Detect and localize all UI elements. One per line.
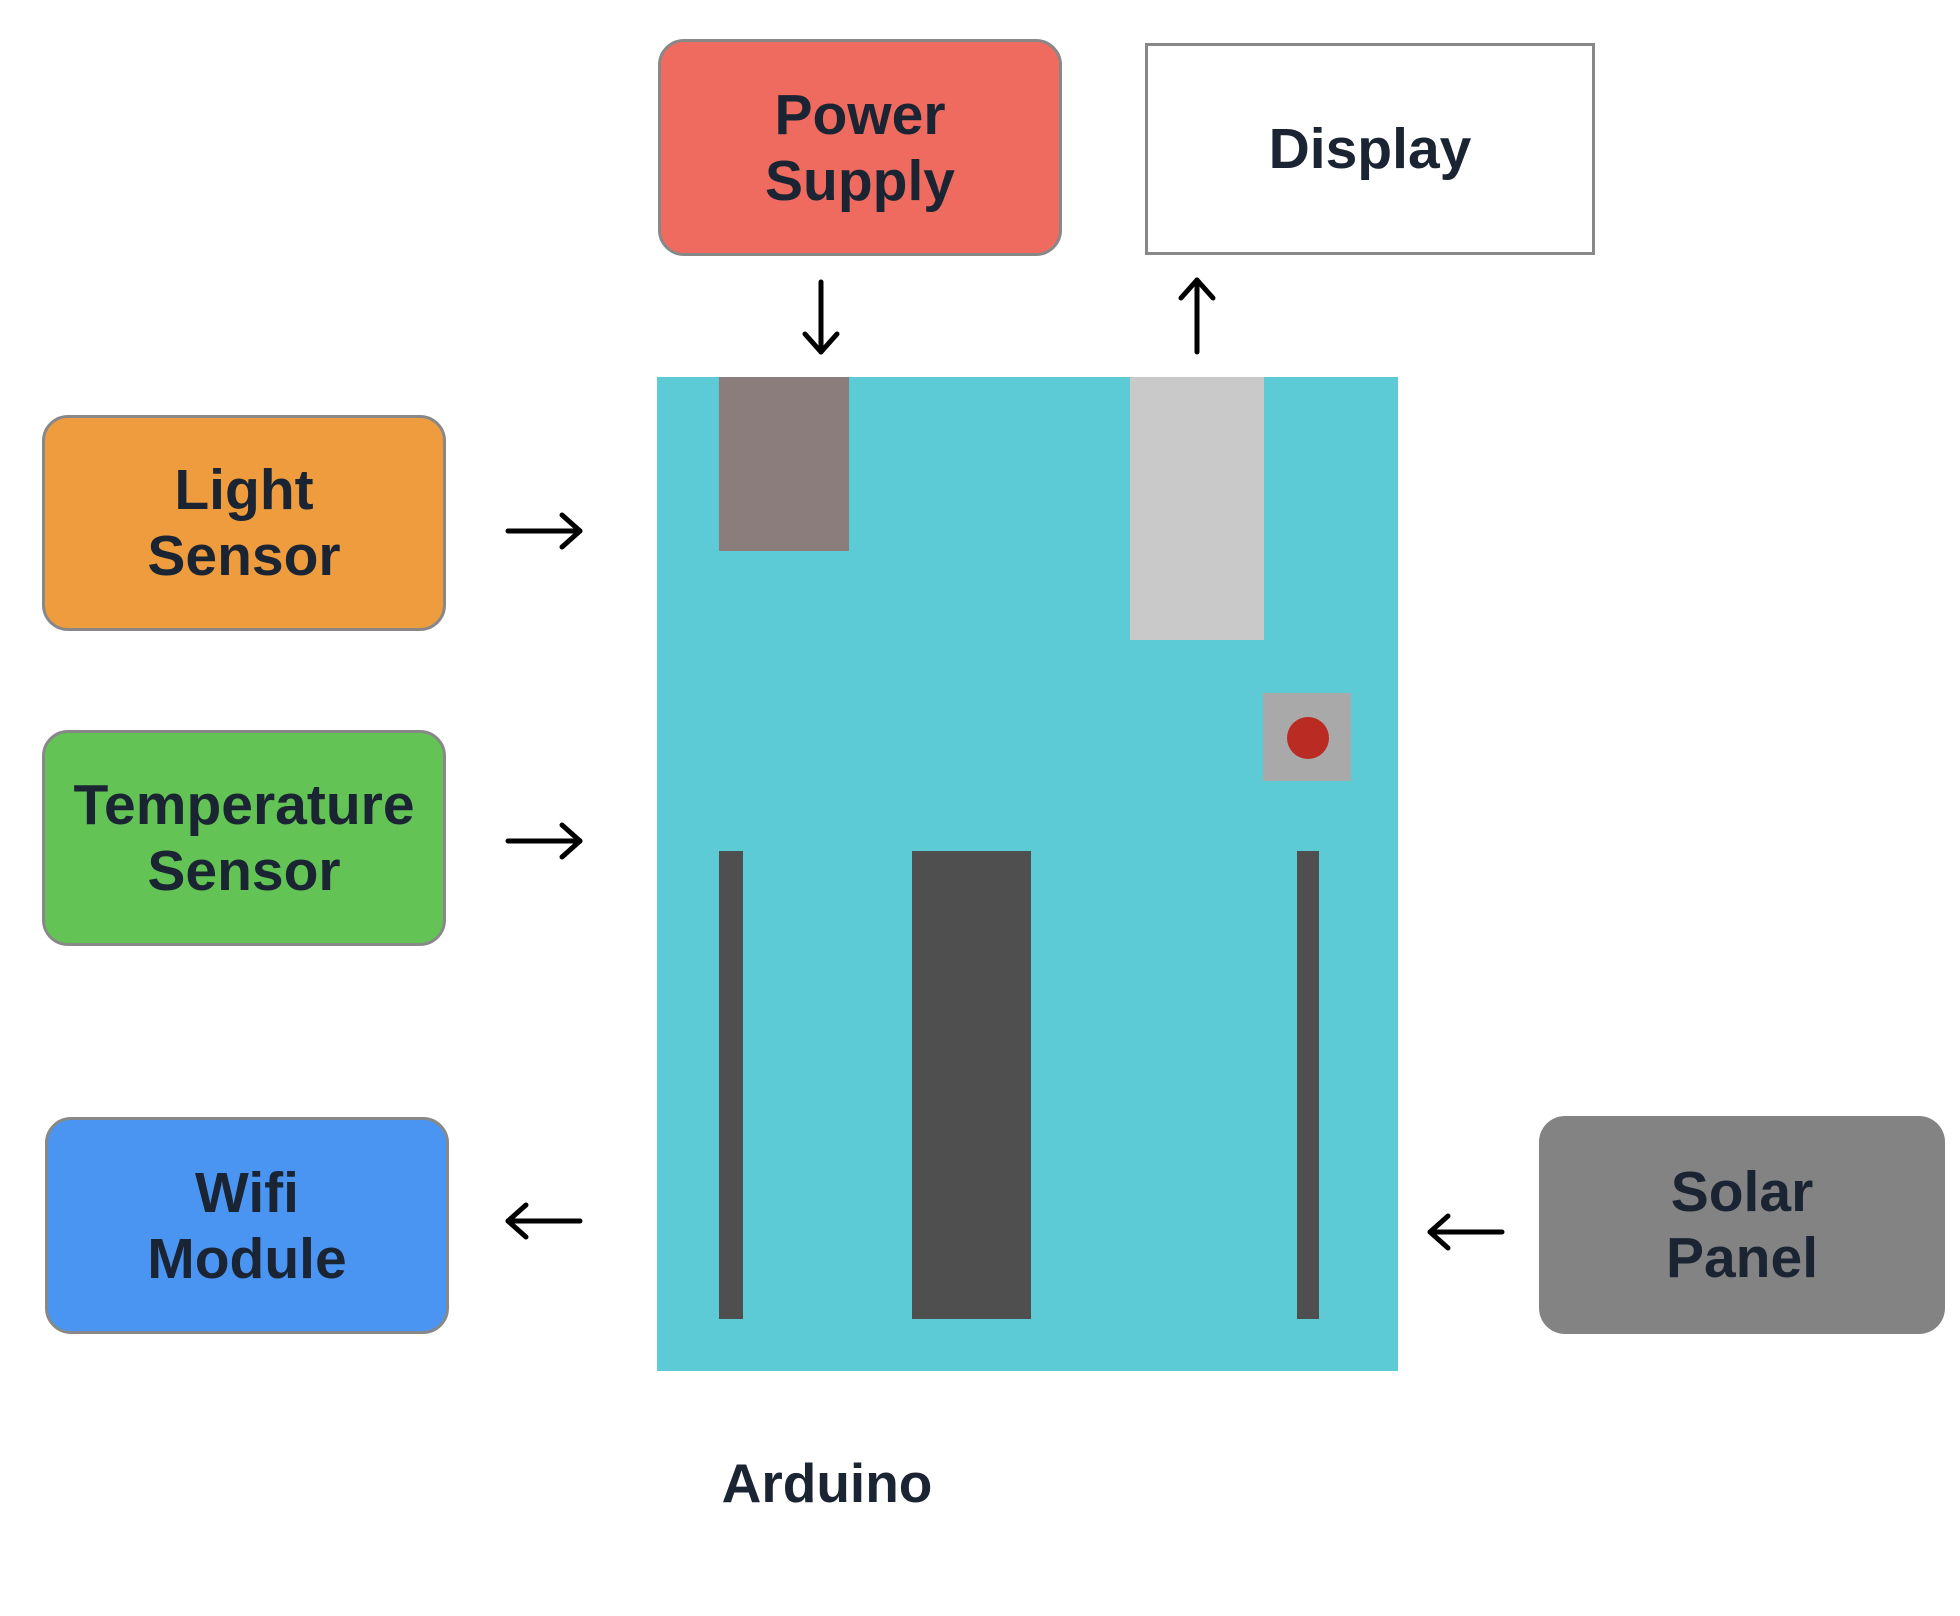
wifi-module-label-line-2: Module — [147, 1226, 347, 1291]
arrow-down-icon — [802, 279, 840, 355]
light-sensor-box: Light Sensor — [42, 415, 446, 631]
light-sensor-label-line-2: Sensor — [147, 524, 341, 588]
display-label: Display — [1268, 117, 1472, 181]
arrow-right-icon — [505, 822, 583, 860]
power-supply-box: Power Supply — [658, 39, 1062, 256]
temperature-sensor-label-line-1: Temperature — [73, 773, 415, 837]
power-supply-label-line-2: Supply — [764, 148, 955, 213]
arrow-right-icon — [505, 512, 583, 550]
pin-header-right — [1297, 851, 1319, 1319]
power-jack — [1130, 377, 1264, 640]
arrow-up-icon — [1178, 277, 1216, 355]
power-supply-label-line-1: Power — [774, 82, 946, 147]
pin-header-left — [719, 851, 743, 1319]
usb-port — [719, 377, 849, 551]
wifi-module-label-line-1: Wifi — [195, 1160, 299, 1225]
microcontroller-chip — [912, 851, 1031, 1319]
temperature-sensor-box: Temperature Sensor — [42, 730, 446, 946]
arduino-board — [657, 377, 1398, 1371]
solar-panel-label-line-2: Panel — [1665, 1226, 1819, 1290]
temperature-sensor-label-line-2: Sensor — [147, 839, 341, 903]
arrow-left-icon — [505, 1202, 583, 1240]
arrow-left-icon — [1427, 1213, 1505, 1251]
solar-panel-label-line-1: Solar — [1670, 1160, 1814, 1224]
wifi-module-box: Wifi Module — [45, 1117, 449, 1334]
arduino-label: Arduino — [721, 1452, 933, 1514]
solar-panel-box: Solar Panel — [1539, 1116, 1945, 1334]
reset-button-dot — [1287, 717, 1329, 759]
light-sensor-label-line-1: Light — [174, 458, 314, 522]
display-box: Display — [1145, 43, 1595, 255]
